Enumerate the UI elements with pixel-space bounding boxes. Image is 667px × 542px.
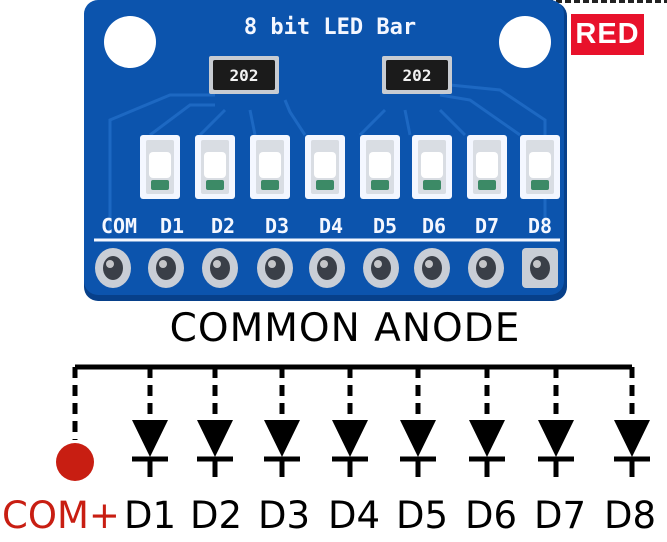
pin-label-d4: D4 <box>319 214 343 238</box>
diode-d5 <box>400 367 436 477</box>
pin-label-d3: D3 <box>265 214 289 238</box>
smd-led <box>140 135 180 199</box>
d1-label: D1 <box>123 494 177 537</box>
mounting-hole-left <box>104 16 156 68</box>
d4-label: D4 <box>327 494 381 537</box>
pin-label-d5: D5 <box>373 214 397 238</box>
diode-symbols <box>132 367 650 477</box>
diode-d8 <box>614 367 650 477</box>
smd-led <box>360 135 400 199</box>
d3-label: D3 <box>257 494 311 537</box>
pin-labels: COM D1 D2 D3 D4 D5 D6 D7 D8 <box>101 214 552 238</box>
top-edge-dash <box>520 0 667 3</box>
com-plus-label: COM+ <box>2 494 120 537</box>
d6-label: D6 <box>464 494 518 537</box>
resistor-network-left: 202 <box>209 56 279 94</box>
smd-led-row <box>140 135 560 199</box>
diode-d3 <box>264 367 300 477</box>
resistor-network-right: 202 <box>382 56 452 94</box>
pin-label-d7: D7 <box>475 214 499 238</box>
header-pad <box>468 248 504 288</box>
smd-led <box>195 135 235 199</box>
header-pads <box>95 248 558 288</box>
resistor-code-right: 202 <box>403 66 432 85</box>
smd-led <box>520 135 560 199</box>
schematic-title: COMMON ANODE <box>169 306 521 351</box>
pin-label-d8: D8 <box>528 214 552 238</box>
pin-label-d6: D6 <box>422 214 446 238</box>
board-title: 8 bit LED Bar <box>244 15 416 40</box>
d7-label: D7 <box>533 494 587 537</box>
diode-d6 <box>469 367 505 477</box>
pin-label-d2: D2 <box>211 214 235 238</box>
d5-label: D5 <box>395 494 449 537</box>
smd-led <box>305 135 345 199</box>
d8-label: D8 <box>603 494 657 537</box>
diode-d1 <box>132 367 168 477</box>
diode-d2 <box>197 367 233 477</box>
header-pad <box>414 248 450 288</box>
diode-d7 <box>538 367 574 477</box>
header-pad <box>309 248 345 288</box>
smd-led <box>250 135 290 199</box>
pin-label-d1: D1 <box>160 214 184 238</box>
header-pad <box>522 248 558 288</box>
header-pad <box>202 248 238 288</box>
d2-label: D2 <box>189 494 243 537</box>
pin-label-com: COM <box>101 214 137 238</box>
resistor-code-left: 202 <box>230 66 259 85</box>
smd-led <box>412 135 452 199</box>
color-badge: RED <box>571 14 644 55</box>
pcb-board: 8 bit LED Bar 202 202 COM D1 D2 D3 D4 D5 D6 D7 D… <box>84 0 567 301</box>
smd-led <box>467 135 507 199</box>
mounting-hole-right <box>499 16 551 68</box>
schematic <box>56 364 650 481</box>
com-terminal-dot <box>56 443 94 481</box>
diode-d4 <box>332 367 368 477</box>
header-pad <box>148 248 184 288</box>
header-pad <box>95 248 131 288</box>
header-pad <box>257 248 293 288</box>
header-pad <box>363 248 399 288</box>
